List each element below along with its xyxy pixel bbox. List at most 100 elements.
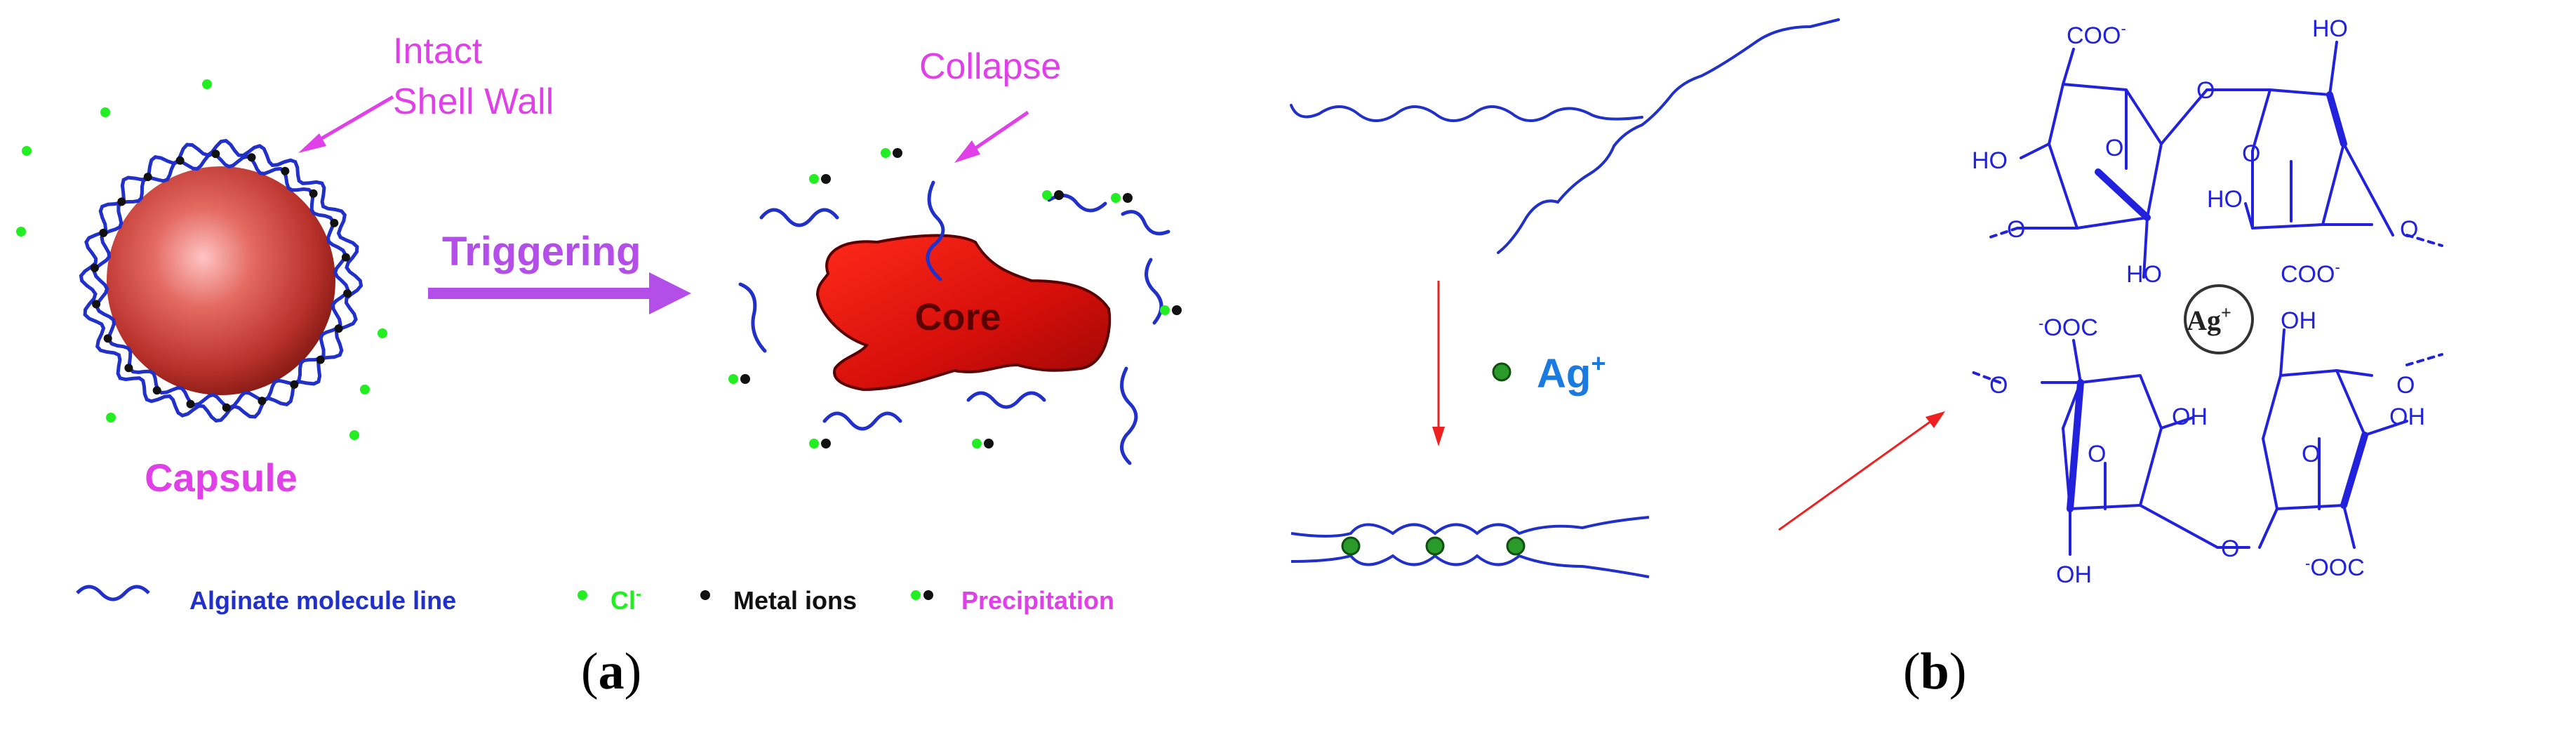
precip-black-dot	[1123, 193, 1133, 203]
legend: Alginate molecule line Cl- Metal ions Pr…	[76, 585, 1114, 615]
core-shape	[815, 234, 1112, 392]
core-label: Core	[914, 296, 1001, 338]
svg-text:O: O	[2242, 140, 2260, 167]
svg-text:O: O	[2196, 77, 2215, 104]
released-core: Core	[815, 234, 1112, 392]
metal-ion-dot	[175, 156, 185, 165]
metal-ions-in-shell	[90, 149, 352, 412]
legend-metal-label: Metal ions	[733, 586, 857, 615]
svg-text:HO: HO	[2207, 186, 2243, 213]
triggering-arrow	[428, 272, 691, 314]
legend-metal-dot	[700, 590, 710, 600]
ag-ion-dot	[1492, 362, 1511, 382]
precip-black-dot	[1172, 305, 1182, 315]
svg-text:O: O	[2400, 216, 2418, 243]
svg-text:O: O	[2396, 372, 2415, 399]
structure-diagonal-arrow	[1778, 411, 1945, 531]
precip-green-dot	[1111, 193, 1121, 203]
metal-ion-dot	[290, 380, 299, 389]
precip-green-dot	[1160, 305, 1170, 315]
panel-a-label: (a)	[581, 643, 642, 700]
precip-black-dot	[821, 174, 831, 184]
egg-box-chains	[1290, 516, 1650, 578]
precip-green-dot	[809, 174, 819, 184]
binding-down-arrow	[1432, 281, 1445, 446]
released-alginate-fragments	[738, 180, 1170, 465]
svg-text:O: O	[2088, 441, 2106, 467]
metal-ion-dot	[316, 355, 325, 364]
egg-box-structure	[1970, 41, 2443, 556]
capsule	[79, 138, 363, 423]
precipitation-pairs	[728, 148, 1182, 448]
svg-text:COO-: COO-	[2281, 258, 2340, 288]
shell-wave-ring	[79, 138, 363, 423]
collapse-label: Collapse	[919, 46, 1061, 87]
metal-ion-dot	[92, 300, 101, 309]
metal-ion-dot	[258, 397, 267, 406]
free-alginate-chains	[1290, 18, 1840, 254]
legend-alginate-swatch	[76, 585, 150, 601]
svg-text:O: O	[2221, 535, 2239, 562]
legend-precip-green-dot	[911, 590, 921, 600]
capsule-label: Capsule	[145, 455, 298, 500]
metal-ion-dot	[124, 364, 133, 373]
precip-black-dot	[821, 439, 831, 448]
precip-black-dot	[740, 374, 750, 384]
metal-ion-dot	[343, 289, 352, 298]
metal-ion-dot	[247, 153, 256, 162]
central-ag-ion: Ag+	[2184, 284, 2254, 354]
shell-wall-label: Shell Wall	[393, 81, 554, 122]
legend-cl-dot	[578, 590, 587, 600]
svg-text:HO: HO	[2126, 261, 2162, 288]
capsule-core-sphere	[107, 166, 335, 395]
metal-ion-dot	[152, 386, 161, 395]
metal-ion-dot	[117, 197, 126, 206]
svg-text:HO: HO	[1972, 147, 2008, 174]
svg-text:OH: OH	[2281, 307, 2316, 334]
precip-black-dot	[1054, 190, 1064, 200]
legend-cl-label: Cl-	[610, 585, 641, 615]
precip-green-dot	[972, 439, 982, 448]
metal-ion-dot	[222, 403, 231, 412]
precip-black-dot	[984, 439, 994, 448]
svg-text:OH: OH	[2056, 561, 2092, 588]
svg-text:O: O	[1989, 372, 2008, 399]
cl-ion-dots	[16, 79, 387, 440]
precip-green-dot	[728, 374, 738, 384]
legend-precip-black-dot	[923, 590, 933, 600]
metal-ion-dot	[103, 334, 112, 343]
triggering-label: Triggering	[442, 229, 641, 274]
metal-ion-dot	[186, 399, 195, 408]
svg-text:-OOC: -OOC	[2305, 554, 2365, 581]
ag-ion-label: Ag+	[1537, 349, 1606, 397]
intact-pointer-arrow	[298, 95, 394, 153]
panel-b-label: (b)	[1903, 643, 1967, 700]
metal-ion-dot	[143, 173, 152, 182]
legend-alginate-label: Alginate molecule line	[189, 586, 456, 615]
svg-text:COO-: COO-	[2067, 20, 2126, 49]
svg-text:OH: OH	[2172, 404, 2208, 430]
metal-ion-dot	[211, 149, 220, 159]
svg-text:Ag+: Ag+	[2187, 302, 2231, 336]
metal-ion-dot	[334, 324, 343, 333]
metal-ion-dot	[90, 263, 99, 272]
precip-black-dot	[893, 148, 902, 158]
panel-a: Intact Shell Wall Capsule Triggering Col…	[16, 31, 1182, 615]
precip-green-dot	[809, 439, 819, 448]
svg-text:HO: HO	[2312, 15, 2348, 42]
legend-precip-label: Precipitation	[961, 586, 1114, 615]
collapse-pointer-arrow	[954, 110, 1029, 163]
bound-ag-dots	[1341, 536, 1526, 556]
svg-text:OH: OH	[2389, 404, 2425, 430]
svg-text:-OOC: -OOC	[2038, 314, 2098, 341]
svg-text:O: O	[2007, 216, 2025, 243]
metal-ion-dot	[309, 189, 318, 198]
metal-ion-dot	[330, 218, 339, 227]
precip-green-dot	[881, 148, 890, 158]
metal-ion-dot	[281, 166, 290, 175]
svg-text:O: O	[2105, 135, 2123, 161]
structure-atom-labels: COO- HO HO O O O HO O HO COO- O -OOC OH …	[1972, 15, 2425, 588]
metal-ion-dot	[99, 228, 108, 237]
panel-b: Ag+	[1290, 15, 2443, 588]
